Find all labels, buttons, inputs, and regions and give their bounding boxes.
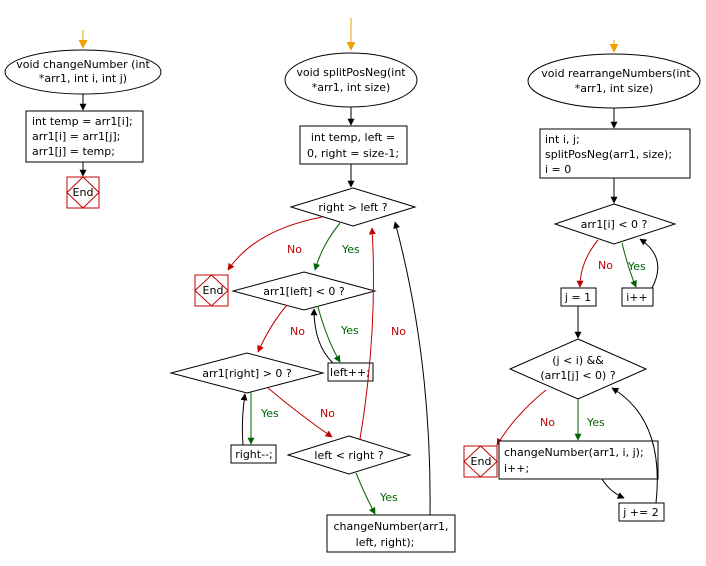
init-process-box [539, 128, 691, 179]
loop-back-arrow [393, 221, 431, 516]
left-negative-decision [231, 271, 377, 311]
yes-label: Yes [586, 416, 605, 429]
no-branch-arrow [267, 387, 333, 438]
arrow [601, 478, 625, 499]
decision-label: arr1[i] < 0 ? [581, 218, 648, 231]
swap-call-box [498, 440, 659, 480]
yes-label: Yes [341, 243, 360, 256]
flow-change-number: void changeNumber (int *arr1, int i, int… [4, 30, 162, 209]
right-gt-left-decision [289, 187, 417, 227]
process-line-2: arr1[i] = arr1[j]; [32, 130, 120, 143]
i-increment-label: i++ [626, 291, 648, 304]
decision-label: arr1[left] < 0 ? [263, 285, 345, 298]
decision-label: left < right ? [314, 449, 383, 462]
start-line-1: void changeNumber (int [16, 58, 150, 71]
i-increment-box [621, 287, 654, 307]
loop-back-arrow [310, 308, 334, 364]
loop-condition-line-2: (arr1[j] < 0) ? [540, 369, 616, 382]
end-label: End [203, 284, 224, 297]
no-label: No [287, 243, 302, 256]
yes-label: Yes [627, 260, 646, 273]
swap-line-2: i++; [504, 462, 529, 475]
start-line-2: *arr1, int size) [312, 81, 391, 94]
process-line-3: arr1[j] = temp; [32, 145, 115, 158]
init-line-1: int temp, left = [311, 131, 395, 144]
start-line-1: void splitPosNeg(int [296, 66, 406, 79]
no-label: No [598, 259, 613, 272]
j-init-label: j = 1 [564, 291, 591, 304]
no-loop-arrow [359, 227, 376, 440]
left-increment-box [327, 362, 374, 382]
loop-back-arrow [639, 238, 659, 289]
no-label: No [540, 416, 555, 429]
no-label: No [320, 407, 335, 420]
yes-branch-arrow [355, 472, 376, 515]
init-process-box [299, 125, 408, 165]
start-terminal [527, 53, 701, 109]
loop-back-arrow [611, 387, 658, 504]
swap-call-box [326, 514, 456, 553]
end-label: End [471, 455, 492, 468]
right-decrement-label: right--; [235, 448, 273, 461]
yes-branch-arrow [621, 242, 637, 288]
no-branch-arrow [227, 216, 323, 271]
yes-label: Yes [260, 407, 279, 420]
end-diamond-outline [194, 274, 229, 307]
swap-process-box [25, 110, 144, 163]
no-branch-arrow [576, 239, 599, 288]
decision-label: arr1[right] > 0 ? [202, 367, 292, 380]
loop-back-arrow [240, 393, 248, 446]
init-line-2: splitPosNeg(arr1, size); [545, 148, 672, 161]
end-label: End [73, 186, 94, 199]
right-decrement-box [230, 444, 277, 464]
init-line-2: 0, right = size-1; [307, 147, 399, 160]
start-terminal [284, 52, 418, 108]
loop-condition-line-1: (j < i) && [552, 354, 604, 367]
start-line-2: *arr1, int size) [575, 82, 654, 95]
swap-line-1: changeNumber(arr1, i, j); [504, 446, 644, 459]
yes-branch-arrow [313, 222, 341, 271]
yes-label: Yes [379, 491, 398, 504]
end-diamond-outline [66, 176, 100, 209]
no-label: No [290, 325, 305, 338]
process-line-1: int temp = arr1[i]; [32, 115, 133, 128]
left-lt-right-decision [286, 435, 412, 475]
j-add-box [618, 502, 665, 522]
swap-line-2: left, right); [356, 536, 415, 549]
end-terminal [463, 445, 498, 478]
flow-split-pos-neg: void splitPosNeg(int *arr1, int size) in… [169, 18, 456, 553]
left-increment-label: left++; [330, 366, 370, 379]
j-add-label: j += 2 [622, 506, 658, 519]
start-line-1: void rearrangeNumbers(int [541, 67, 691, 80]
yes-label: Yes [340, 324, 359, 337]
negative-check-decision [553, 203, 677, 245]
right-positive-decision [169, 352, 325, 394]
no-branch-arrow [496, 389, 547, 446]
flow-rearrange-numbers: void rearrangeNumbers(int *arr1, int siz… [463, 40, 701, 522]
yes-branch-arrow [317, 306, 341, 363]
end-diamond-outline [463, 445, 498, 478]
decision-label: right > left ? [318, 201, 387, 214]
start-line-2: *arr1, int i, int j) [39, 72, 127, 85]
no-branch-arrow [257, 304, 288, 353]
init-line-1: int i, j; [545, 133, 580, 146]
no-label: No [391, 325, 406, 338]
init-line-3: i = 0 [545, 163, 571, 176]
swap-line-1: changeNumber(arr1, [333, 520, 448, 533]
